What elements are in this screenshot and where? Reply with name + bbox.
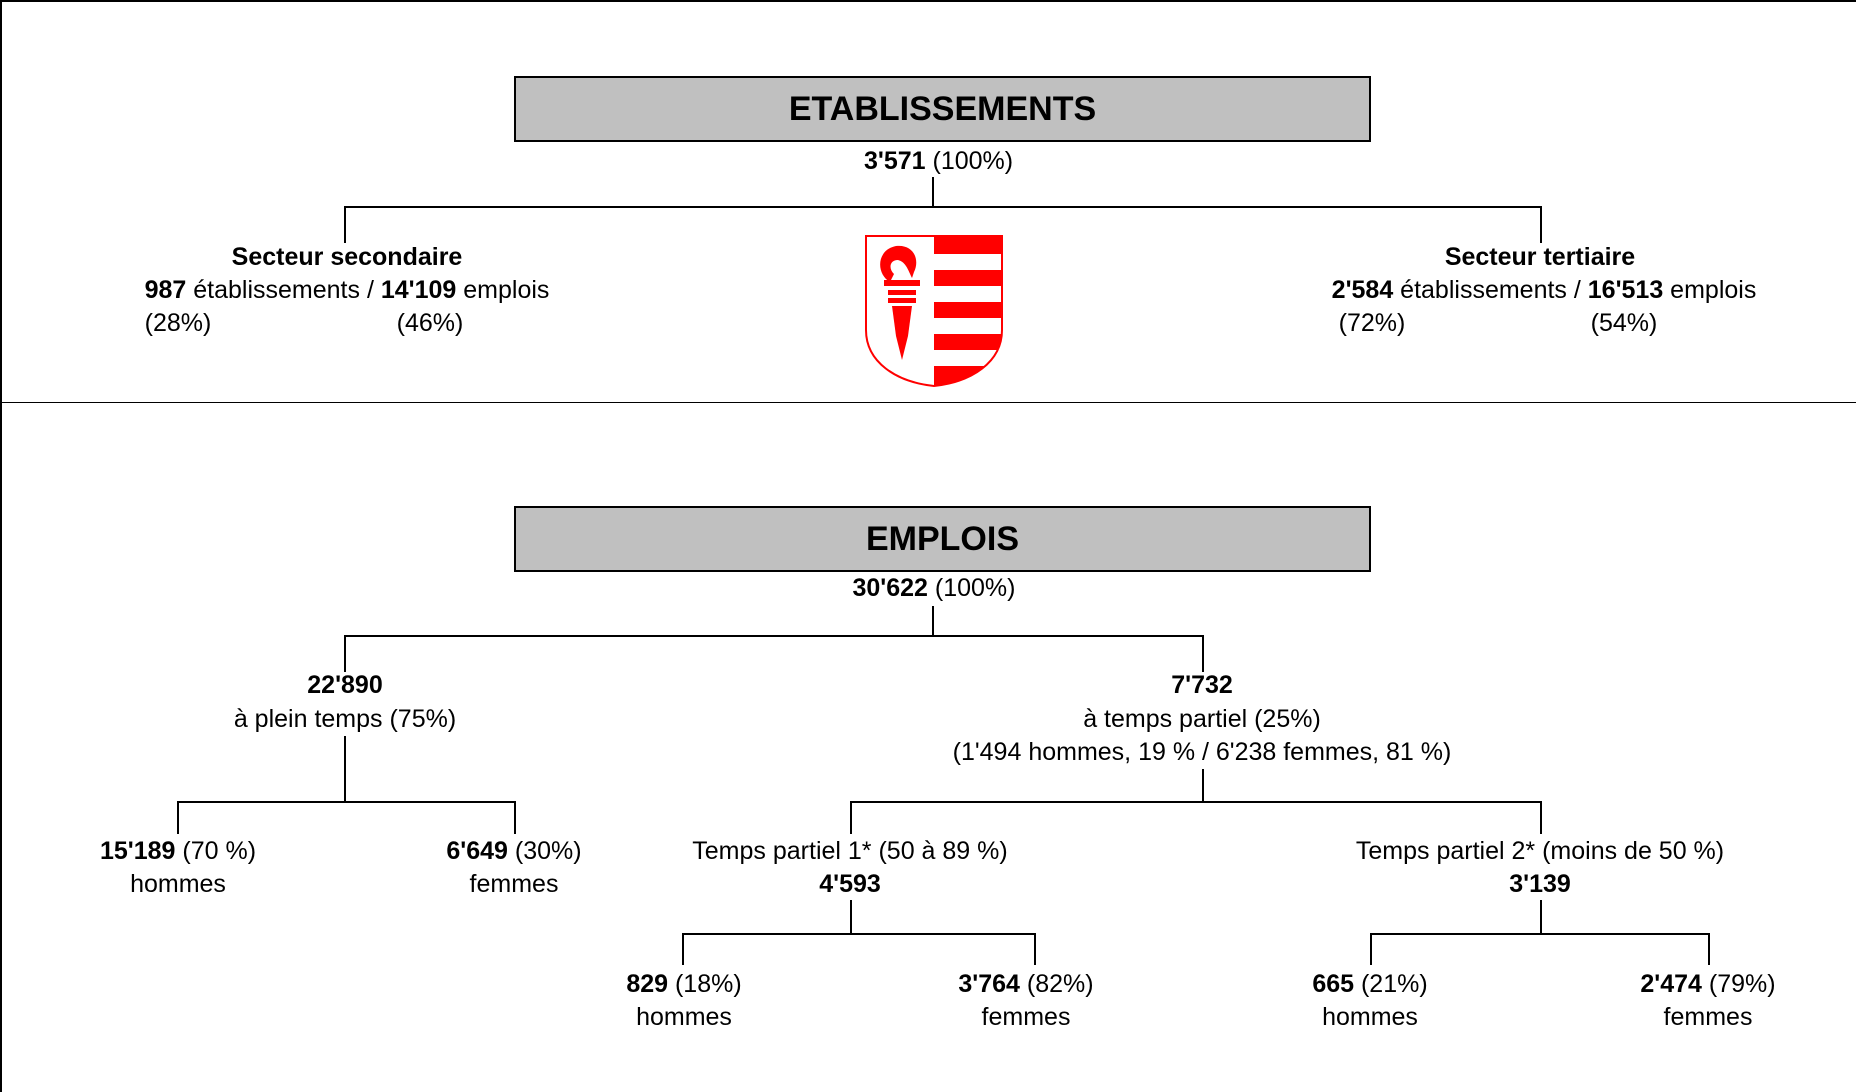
- temps-partiel-1-label: Temps partiel 1* (50 à 89 %): [692, 837, 1008, 865]
- secteur-secondaire-label: Secteur secondaire: [231, 243, 463, 271]
- temps-partiel-2-value: 3'139: [1509, 870, 1571, 898]
- connector: [932, 177, 934, 207]
- tp2-hommes-value: 665 (21%): [1312, 970, 1428, 998]
- tp1-hommes-label: hommes: [636, 1003, 732, 1031]
- emplois-total: 30'622 (100%): [852, 574, 1016, 602]
- connector: [850, 801, 852, 834]
- etablissements-total: 3'571 (100%): [864, 147, 1014, 175]
- connector: [1202, 635, 1204, 672]
- connector: [344, 635, 1204, 637]
- etablissements-title: ETABLISSEMENTS: [514, 76, 1371, 142]
- section-divider: [0, 402, 1856, 403]
- tp2-femmes-label: femmes: [1663, 1003, 1753, 1031]
- secteur-secondaire-emplois-pct: (46%): [396, 309, 464, 337]
- connector: [932, 606, 934, 636]
- plein-femmes-value: 6'649 (30%): [446, 837, 582, 865]
- plein-hommes-label: hommes: [130, 870, 226, 898]
- connector: [344, 736, 346, 802]
- connector: [850, 900, 852, 934]
- tp1-femmes-label: femmes: [981, 1003, 1071, 1031]
- plein-temps-value: 22'890: [307, 671, 383, 699]
- emplois-title: EMPLOIS: [514, 506, 1371, 572]
- temps-partiel-2-label: Temps partiel 2* (moins de 50 %): [1355, 837, 1725, 865]
- connector: [1540, 206, 1542, 243]
- connector: [177, 801, 179, 834]
- secteur-tertiaire-emplois-pct: (54%): [1590, 309, 1658, 337]
- connector: [682, 933, 684, 965]
- connector: [1540, 900, 1542, 934]
- tp2-femmes-value: 2'474 (79%): [1640, 970, 1776, 998]
- connector: [1370, 933, 1710, 935]
- connector: [344, 206, 1542, 208]
- tp2-hommes-label: hommes: [1322, 1003, 1418, 1031]
- plein-temps-label: à plein temps (75%): [233, 705, 457, 733]
- connector: [514, 801, 516, 834]
- secteur-secondaire-stats: 987 établissements / 14'109 emplois: [144, 276, 550, 304]
- connector: [177, 801, 516, 803]
- tp1-femmes-value: 3'764 (82%): [958, 970, 1094, 998]
- connector: [1370, 933, 1372, 965]
- secteur-tertiaire-stats: 2'584 établissements / 16'513 emplois: [1331, 276, 1757, 304]
- connector: [1708, 933, 1710, 965]
- connector: [1034, 933, 1036, 965]
- connector: [344, 206, 346, 243]
- connector: [850, 801, 1542, 803]
- secteur-tertiaire-etab-pct: (72%): [1338, 309, 1406, 337]
- connector: [682, 933, 1036, 935]
- secteur-secondaire-etab-pct: (28%): [144, 309, 212, 337]
- connector: [1202, 769, 1204, 802]
- connector: [344, 635, 346, 672]
- tp1-hommes-value: 829 (18%): [626, 970, 742, 998]
- jura-coat-of-arms-icon: [865, 235, 1003, 388]
- plein-hommes-value: 15'189 (70 %): [99, 837, 257, 865]
- connector: [1540, 801, 1542, 834]
- temps-partiel-label: à temps partiel (25%): [1083, 705, 1321, 733]
- temps-partiel-value: 7'732: [1171, 671, 1233, 699]
- plein-femmes-label: femmes: [469, 870, 559, 898]
- secteur-tertiaire-label: Secteur tertiaire: [1444, 243, 1636, 271]
- temps-partiel-1-value: 4'593: [819, 870, 881, 898]
- temps-partiel-detail: (1'494 hommes, 19 % / 6'238 femmes, 81 %…: [952, 738, 1452, 766]
